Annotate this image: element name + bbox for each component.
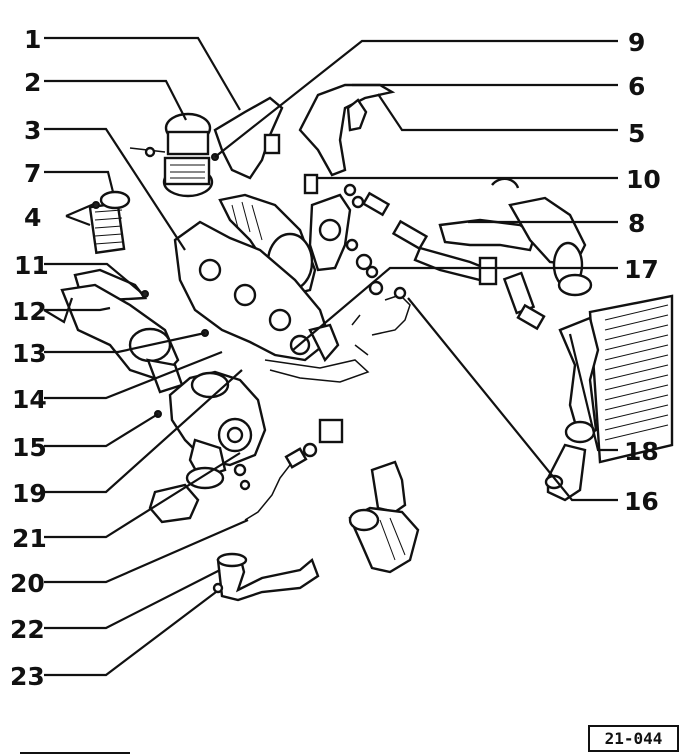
leader-11 xyxy=(44,262,144,295)
callout-1: 1 xyxy=(24,25,41,54)
callout-21: 21 xyxy=(12,524,47,553)
wastegate-valve-body xyxy=(166,130,210,156)
leader-4b xyxy=(65,214,91,227)
leader-18 xyxy=(568,333,618,452)
callout-labels: 1 2 3 4 5 6 7 8 9 10 11 12 13 14 15 16 1… xyxy=(10,25,661,691)
callout-2: 2 xyxy=(24,68,41,97)
callout-14: 14 xyxy=(12,385,47,414)
callout-6: 6 xyxy=(628,72,645,101)
callout-23: 23 xyxy=(10,662,45,691)
callout-9: 9 xyxy=(628,28,645,57)
air-intake-boot xyxy=(370,460,407,514)
leader-14 xyxy=(44,350,223,400)
leader-5 xyxy=(377,93,618,132)
leader-12a xyxy=(43,297,74,324)
callout-7: 7 xyxy=(24,159,41,188)
leader-19 xyxy=(44,369,243,494)
footer-rule xyxy=(20,752,130,754)
leader-17 xyxy=(292,266,618,351)
callout-13: 13 xyxy=(12,339,47,368)
leader-3 xyxy=(44,127,186,251)
leader-7 xyxy=(44,170,115,193)
leader-4a xyxy=(65,202,95,218)
callout-20: 20 xyxy=(10,569,45,598)
leader-15 xyxy=(44,413,159,448)
callout-11: 11 xyxy=(14,251,49,280)
leader-20 xyxy=(44,518,249,584)
callout-17: 17 xyxy=(624,255,659,284)
intercooler xyxy=(588,294,674,464)
callout-12: 12 xyxy=(12,297,47,326)
callout-19: 19 xyxy=(12,479,47,508)
callout-16: 16 xyxy=(624,487,659,516)
callout-15: 15 xyxy=(12,433,47,462)
leader-lines xyxy=(43,36,618,677)
callout-22: 22 xyxy=(10,615,45,644)
oil-return-pipe xyxy=(216,554,320,602)
leader-21 xyxy=(44,452,241,539)
leader-16 xyxy=(407,297,618,502)
callout-10: 10 xyxy=(626,165,661,194)
callout-5: 5 xyxy=(628,119,645,148)
leader-9 xyxy=(214,39,618,158)
leader-1 xyxy=(44,36,241,111)
parts-artwork xyxy=(60,83,674,602)
leader-23 xyxy=(44,591,217,677)
callout-3: 3 xyxy=(24,116,41,145)
callout-8: 8 xyxy=(628,209,645,238)
egr-pipe xyxy=(298,83,396,177)
callout-18: 18 xyxy=(624,437,659,466)
callout-4: 4 xyxy=(24,203,41,232)
leader-22 xyxy=(44,569,221,630)
figure-reference-number: 21-044 xyxy=(588,725,679,752)
wastegate-valve-housing xyxy=(163,156,211,186)
leader-2 xyxy=(44,79,187,121)
leader-12b xyxy=(44,306,111,312)
leader-13 xyxy=(44,331,206,354)
